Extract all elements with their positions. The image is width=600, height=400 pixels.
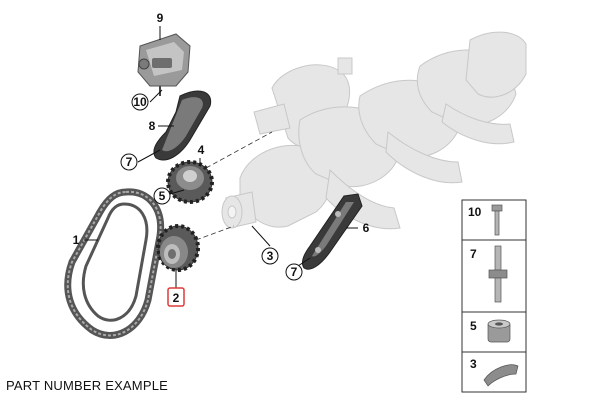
- bushing-icon: [487, 319, 511, 343]
- callout-7-bottom-label: 7: [291, 265, 298, 279]
- camshaft-sprocket: [166, 160, 214, 204]
- timing-chain: [64, 188, 165, 339]
- callout-10-label: 10: [133, 95, 147, 109]
- woodruff-key-icon: [483, 364, 519, 387]
- bolt-icon: [491, 204, 503, 236]
- callout-2: 2: [167, 287, 185, 307]
- chain-tensioner: [137, 33, 191, 96]
- callout-2-label: 2: [173, 291, 180, 305]
- callout-4: 4: [198, 143, 205, 157]
- legend-label-3: 3: [470, 357, 477, 371]
- legend-label-10: 10: [468, 205, 482, 219]
- callout-7-top: 7: [120, 153, 138, 171]
- callout-9-label: 9: [157, 11, 164, 25]
- caption: PART NUMBER EXAMPLE: [6, 378, 169, 393]
- callout-4-label: 4: [198, 143, 205, 157]
- fastener-legend: 10 7 5 3: [461, 199, 527, 393]
- callout-5: 5: [153, 187, 171, 205]
- legend-label-7: 7: [470, 247, 477, 261]
- callout-8-label: 8: [149, 119, 156, 133]
- alignment-lines: [195, 131, 273, 241]
- callout-6-label: 6: [363, 221, 370, 235]
- guide-rail: [301, 193, 363, 270]
- leader-lines: [84, 26, 358, 288]
- callout-1: 1: [73, 233, 80, 247]
- callout-8: 8: [149, 119, 156, 133]
- highlight-box: [167, 287, 185, 307]
- legend-label-5: 5: [470, 319, 477, 333]
- crankshaft-ghost: [221, 31, 527, 230]
- tensioner-rail: [153, 90, 212, 161]
- callout-7-top-label: 7: [126, 155, 133, 169]
- callout-6: 6: [363, 221, 370, 235]
- callout-1-label: 1: [73, 233, 80, 247]
- callout-3-label: 3: [267, 249, 274, 263]
- stud-bolt-icon: [488, 245, 508, 303]
- callout-3: 3: [261, 247, 279, 265]
- crankshaft-sprocket: [156, 224, 200, 272]
- callout-5-label: 5: [159, 189, 166, 203]
- callout-10: 10: [131, 93, 149, 111]
- callout-7-bottom: 7: [285, 263, 303, 281]
- callout-9: 9: [157, 11, 164, 25]
